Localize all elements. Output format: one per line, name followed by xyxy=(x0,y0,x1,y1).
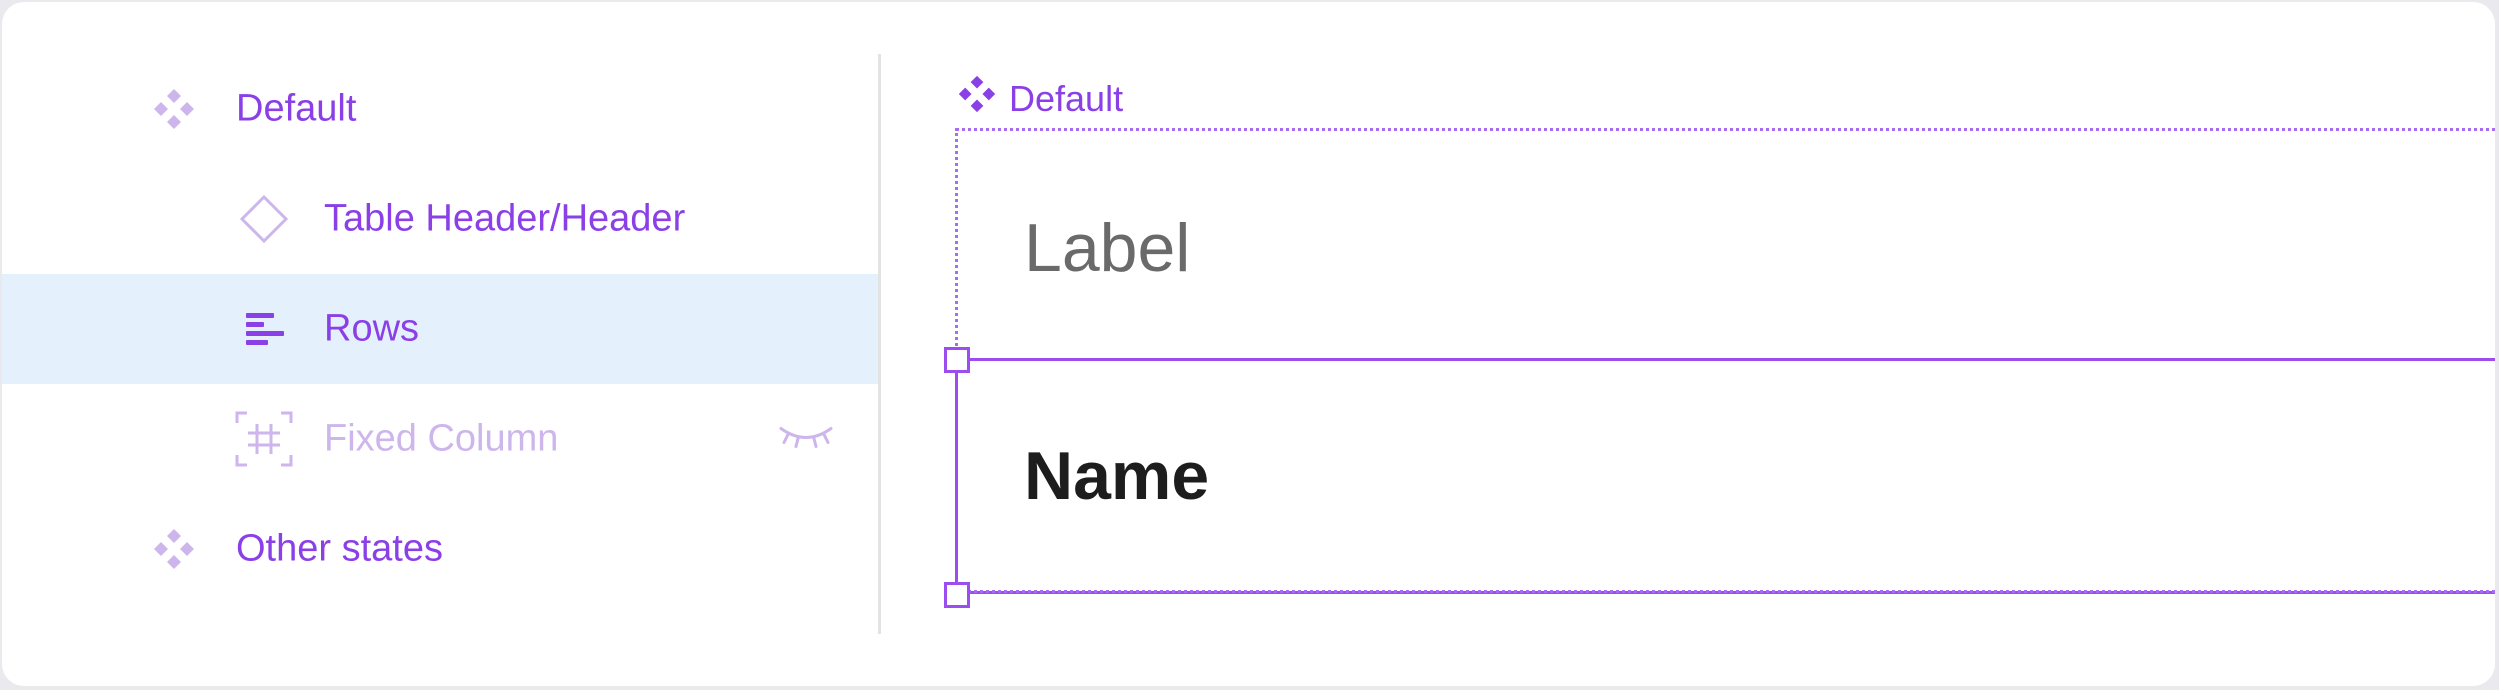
layer-label: Rows xyxy=(324,307,420,350)
rows-selection-box[interactable]: Name xyxy=(955,358,2495,594)
layer-label: Default xyxy=(236,87,357,130)
header-label-text: Label xyxy=(1024,210,1191,286)
component-boundary-bottom xyxy=(955,590,2495,593)
resize-handle-top-left[interactable] xyxy=(944,347,970,373)
auto-layout-icon xyxy=(244,309,284,349)
layer-label: Fixed Column xyxy=(324,417,559,460)
layers-panel: Default Table Header/Header xyxy=(2,2,878,686)
layer-item-table-header[interactable]: Table Header/Header xyxy=(2,164,878,274)
layer-item-default[interactable]: Default xyxy=(2,54,878,164)
resize-handle-bottom-left[interactable] xyxy=(944,582,970,608)
layer-item-other-states[interactable]: Other states xyxy=(2,494,878,604)
component-set-icon xyxy=(957,74,997,123)
design-canvas[interactable]: Default Label Name xyxy=(881,2,2495,686)
frame-name-tag[interactable]: Default xyxy=(957,74,1123,123)
layer-label: Table Header/Header xyxy=(324,197,686,240)
instance-diamond-icon xyxy=(238,193,290,245)
frame-grid-icon xyxy=(234,410,294,468)
component-set-icon xyxy=(152,87,196,131)
row-name-text: Name xyxy=(1024,438,1210,514)
layer-item-rows[interactable]: Rows xyxy=(2,274,878,384)
eye-closed-icon[interactable] xyxy=(778,418,834,461)
table-header-cell[interactable]: Label xyxy=(955,128,2495,358)
layer-item-fixed-column[interactable]: Fixed Column xyxy=(2,384,878,494)
component-set-icon xyxy=(152,527,196,571)
layer-label: Other states xyxy=(236,527,443,570)
frame-name-label: Default xyxy=(1009,77,1124,119)
panel-divider xyxy=(878,54,881,634)
